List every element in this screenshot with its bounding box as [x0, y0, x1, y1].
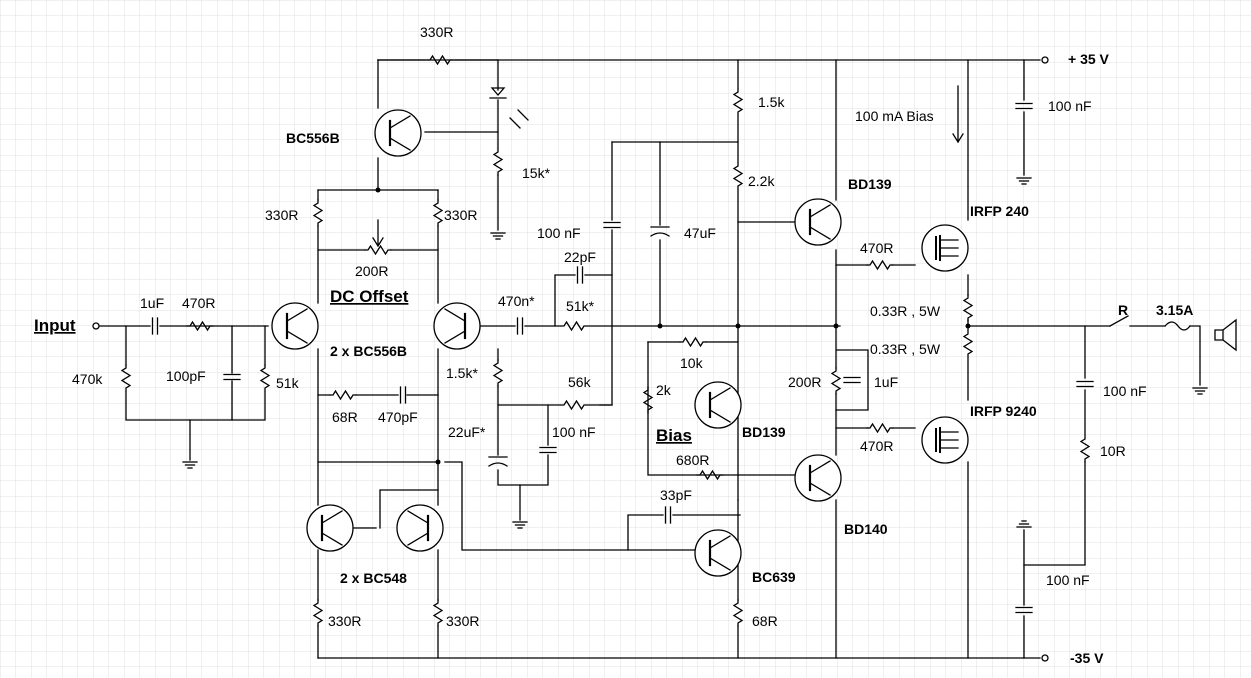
label-r200: 200R	[355, 263, 388, 279]
speaker-icon	[1214, 318, 1237, 352]
label-c100n-top: 100 nF	[1048, 98, 1092, 114]
label-r51k-in: 51k	[276, 375, 300, 391]
label-r330-l: 330R	[265, 207, 298, 223]
components	[92, 55, 1237, 662]
label-minus35: -35 V	[1070, 650, 1104, 666]
label-r10r: 10R	[1100, 443, 1126, 459]
transistor-bd140	[793, 453, 843, 503]
label-c22u: 22uF*	[448, 424, 486, 440]
label-pair-bc556: 2 x BC556B	[330, 343, 407, 359]
wiring	[97, 59, 1201, 659]
label-bc639: BC639	[752, 569, 796, 585]
transistor-bc556b-right	[432, 301, 482, 351]
transistor-bc556b-left	[270, 301, 320, 351]
labels: 330R + 35 V -35 V 100 nF 1.5k 100 mA Bia…	[34, 24, 1193, 666]
mosfet-irfp9240	[921, 416, 969, 464]
label-r2k: 2k	[656, 382, 672, 398]
label-r68-bot: 68R	[752, 613, 778, 629]
wiper-arrow-icon	[372, 219, 384, 248]
label-fuse: 3.15A	[1156, 302, 1193, 318]
label-pair-bc548: 2 x BC548	[340, 570, 407, 586]
label-c1u: 1uF	[140, 295, 164, 311]
label-r56k: 56k	[568, 374, 592, 390]
transistor-bc639	[693, 528, 743, 578]
transistor-bc548-right	[395, 503, 445, 553]
label-bias100: 100 mA Bias	[855, 108, 934, 124]
label-c22p: 22pF	[564, 249, 596, 265]
input-terminal	[92, 322, 100, 330]
label-c1u-out: 1uF	[874, 374, 898, 390]
label-bd140: BD140	[844, 521, 888, 537]
label-c47u: 47uF	[684, 225, 716, 241]
label-irfp9240: IRFP 9240	[970, 403, 1037, 419]
label-c100p: 100pF	[166, 368, 206, 384]
switch-icon	[1109, 315, 1129, 327]
label-r1-5k: 1.5k	[758, 94, 785, 110]
label-r033-top: 0.33R , 5W	[870, 303, 941, 319]
label-r470-gate-top: 470R	[860, 240, 893, 256]
terminal-plus	[1041, 56, 1049, 64]
label-dc-offset: DC Offset	[330, 287, 409, 306]
label-r470-in: 470R	[182, 295, 215, 311]
light-arrows-icon	[509, 109, 529, 129]
label-c100n-mid: 100 nF	[537, 225, 581, 241]
fuse-icon	[1164, 321, 1191, 331]
label-r033-bot: 0.33R , 5W	[870, 341, 941, 357]
label-r2-2k: 2.2k	[748, 173, 775, 189]
label-r330-top: 330R	[420, 24, 453, 40]
label-r470-gate-bot: 470R	[860, 438, 893, 454]
label-bd139-top: BD139	[848, 176, 892, 192]
label-c100n-bot: 100 nF	[1046, 572, 1090, 588]
junctions	[375, 187, 971, 465]
label-c100n-fb: 100 nF	[552, 424, 596, 440]
label-r200-out: 200R	[788, 374, 821, 390]
label-r680: 680R	[676, 452, 709, 468]
label-irfp240: IRFP 240	[970, 203, 1029, 219]
label-r330-br: 330R	[446, 613, 479, 629]
label-r10k: 10k	[680, 355, 704, 371]
label-r15k: 15k*	[522, 165, 551, 181]
transistor-bc556b-top	[373, 108, 423, 158]
arrow-down-icon	[952, 85, 964, 144]
label-switch-r: R	[1118, 302, 1128, 318]
label-bc556b-top: BC556B	[286, 130, 340, 146]
label-r51k-fb: 51k*	[566, 298, 595, 314]
label-c470n: 470n*	[498, 293, 535, 309]
label-r470k: 470k	[72, 371, 103, 387]
label-r1-5k-b: 1.5k*	[446, 365, 478, 381]
label-r330-bl: 330R	[328, 613, 361, 629]
transistor-bd139-top	[793, 197, 843, 247]
label-bd139-bias: BD139	[742, 424, 786, 440]
label-bias: Bias	[656, 426, 692, 445]
label-c470p: 470pF	[378, 409, 418, 425]
label-r68: 68R	[332, 409, 358, 425]
label-c100n-zob: 100 nF	[1103, 383, 1147, 399]
label-c33p: 33pF	[660, 487, 692, 503]
label-plus35: + 35 V	[1068, 51, 1110, 67]
mosfet-irfp240	[921, 224, 969, 272]
label-input: Input	[34, 316, 76, 335]
transistor-bc548-left	[305, 503, 355, 553]
transistor-bd139-bias	[693, 380, 743, 430]
label-r330-r: 330R	[444, 207, 477, 223]
led-icon	[489, 87, 507, 99]
terminal-minus	[1041, 654, 1049, 662]
